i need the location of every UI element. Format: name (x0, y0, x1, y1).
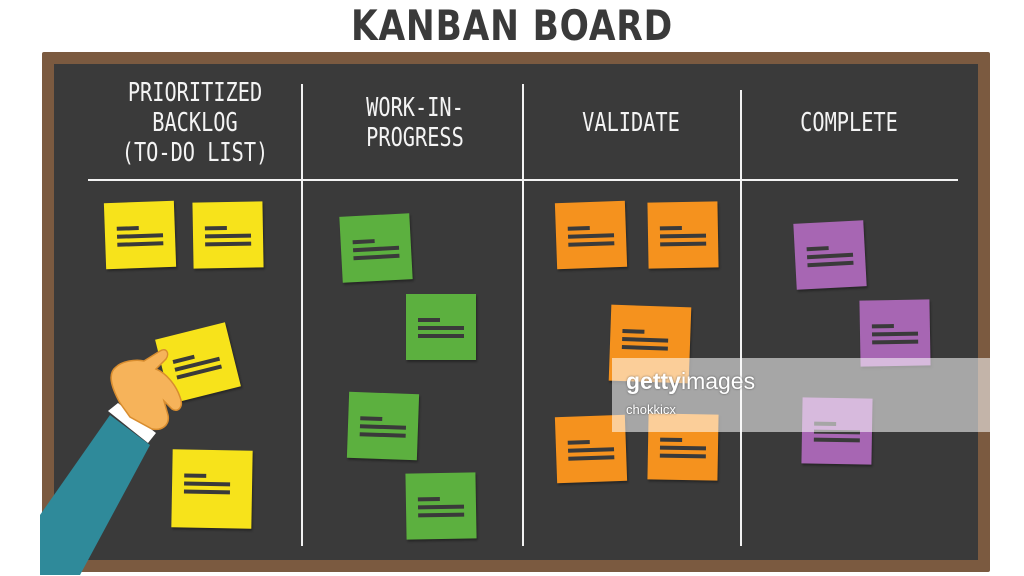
watermark-banner (612, 358, 1024, 432)
column-heading-complete: COMPLETE (800, 108, 898, 138)
getty-logo: gettyimages (626, 368, 756, 394)
sticky-note-backlog[interactable] (192, 201, 264, 269)
page-title: KANBAN BOARD (350, 1, 674, 50)
sticky-note-backlog[interactable] (103, 200, 177, 270)
column-divider (301, 84, 303, 546)
sticky-note-validate[interactable] (554, 200, 628, 270)
sticky-note-complete[interactable] (859, 299, 931, 367)
hand-arm-icon (40, 348, 183, 575)
sticky-note-in-progress[interactable] (405, 472, 477, 540)
sticky-note-in-progress[interactable] (406, 294, 476, 360)
photo-credit: chokkicx (626, 402, 676, 417)
sticky-note-complete[interactable] (793, 220, 867, 290)
column-heading-in-progress: WORK-IN- PROGRESS (366, 93, 464, 153)
column-heading-backlog: PRIORITIZED BACKLOG (TO-DO LIST) (121, 78, 269, 168)
sticky-note-validate[interactable] (647, 201, 719, 269)
sticky-note-in-progress[interactable] (346, 391, 420, 461)
sticky-note-in-progress[interactable] (339, 213, 413, 283)
column-heading-validate: VALIDATE (582, 108, 680, 138)
column-divider (740, 90, 742, 546)
column-divider (522, 84, 524, 546)
